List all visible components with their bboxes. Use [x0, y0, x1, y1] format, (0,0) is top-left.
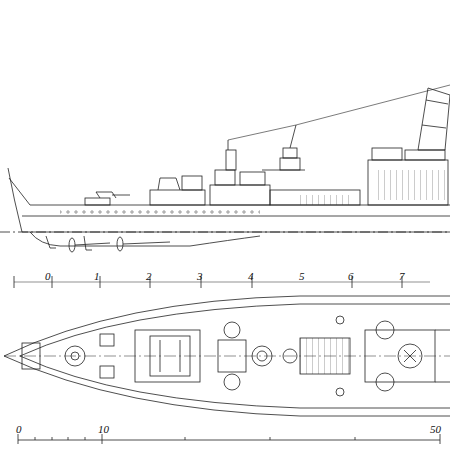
scale-bar [18, 434, 440, 444]
profile-view [0, 85, 450, 252]
station-number: 0 [45, 271, 51, 282]
station-number: 1 [94, 271, 100, 282]
station-line [14, 276, 430, 288]
station-number: 7 [399, 271, 405, 282]
station-number: 4 [248, 271, 254, 282]
station-number: 3 [197, 271, 203, 282]
station-number: 5 [299, 271, 305, 282]
scale-number: 0 [16, 424, 22, 435]
scale-number: 50 [430, 424, 441, 435]
scale-number: 10 [98, 424, 109, 435]
station-number: 6 [348, 271, 354, 282]
plan-view [4, 296, 450, 416]
station-number: 2 [146, 271, 152, 282]
